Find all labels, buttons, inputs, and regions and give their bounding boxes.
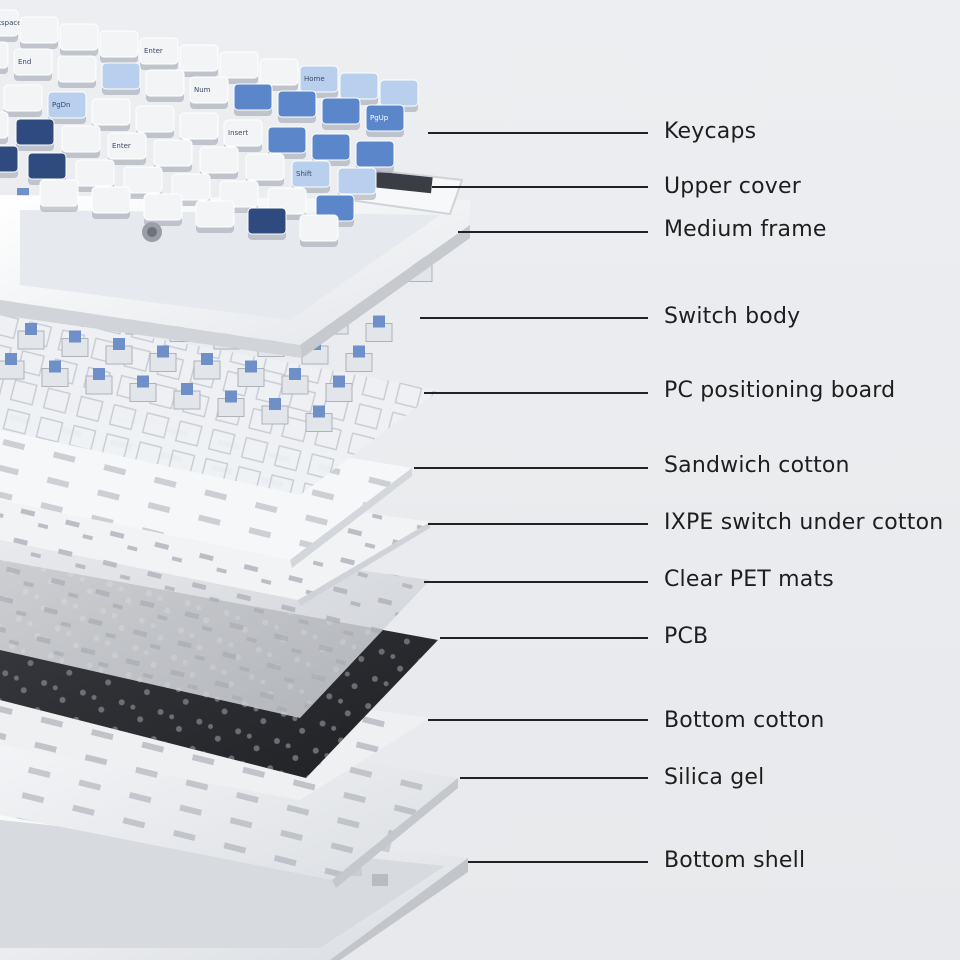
switch (345, 345, 373, 372)
keycap (0, 111, 9, 144)
switch (237, 360, 265, 387)
keycap-legend: PgDn (52, 101, 71, 109)
keycap: PgUp (365, 104, 405, 137)
switch (41, 360, 69, 387)
keycap (0, 145, 19, 178)
keycap (219, 51, 259, 84)
keycap: Num (189, 76, 229, 109)
switch (0, 353, 25, 380)
switch (281, 368, 309, 395)
keycap (57, 55, 97, 88)
keycap (179, 112, 219, 145)
keycap (0, 41, 9, 74)
keycap: Insert (223, 119, 263, 152)
keycap: Enter (139, 37, 179, 70)
keycap (27, 152, 67, 185)
keycap-legend: Num (194, 86, 211, 94)
label-clear-pet-mats: Clear PET mats (664, 567, 834, 592)
keycap-legend: Backspace (0, 19, 22, 27)
switch (173, 383, 201, 410)
keycap (123, 166, 163, 199)
label-bottom-cotton: Bottom cotton (664, 708, 825, 733)
keycap (61, 125, 101, 158)
keycap (15, 118, 55, 151)
switch (105, 338, 133, 365)
switch (61, 330, 89, 357)
switch (261, 398, 289, 425)
keycap (143, 193, 183, 226)
keycap-legend: Enter (112, 142, 131, 150)
keycap (91, 98, 131, 131)
leader-lines (414, 132, 648, 863)
keycap (135, 105, 175, 138)
keycap (59, 23, 99, 56)
keycap (101, 62, 141, 95)
label-medium-frame: Medium frame (664, 217, 827, 242)
label-ixpe-switch-under-cotton: IXPE switch under cotton (664, 510, 944, 535)
keycap: Shift (291, 160, 331, 193)
keycap-legend: Shift (296, 170, 312, 178)
keycap (99, 30, 139, 63)
switch (325, 375, 353, 402)
keycap (179, 44, 219, 77)
label-bottom-shell: Bottom shell (664, 848, 806, 873)
keycap (277, 90, 317, 123)
keycap-legend: Enter (144, 47, 163, 55)
upper-cover-layer (348, 166, 464, 216)
keycap (75, 159, 115, 192)
label-pcb: PCB (664, 624, 709, 649)
keycap (267, 126, 307, 159)
keycap (199, 146, 239, 179)
label-upper-cover: Upper cover (664, 174, 801, 199)
bottom-shell-layer (0, 805, 468, 960)
keycap (247, 207, 287, 240)
keycap (3, 84, 43, 117)
keycap (321, 97, 361, 130)
keycap (259, 58, 299, 91)
keycap (245, 153, 285, 186)
switch (305, 405, 333, 432)
keycap (39, 179, 79, 212)
keycap: Enter (107, 132, 147, 165)
label-sandwich-cotton: Sandwich cotton (664, 453, 850, 478)
label-switch-body: Switch body (664, 304, 801, 329)
switch (217, 390, 245, 417)
switch (365, 315, 393, 342)
keycap-legend: Insert (228, 129, 248, 137)
keycap (337, 167, 377, 200)
switch (149, 345, 177, 372)
label-keycaps: Keycaps (664, 119, 757, 144)
keycap: End (13, 48, 53, 81)
switch (193, 353, 221, 380)
switch (85, 368, 113, 395)
keycap (311, 133, 351, 166)
switch (17, 323, 45, 350)
keycap: Backspace (0, 9, 22, 42)
keycap (355, 140, 395, 173)
keycap-legend: PgUp (370, 114, 389, 122)
label-pc-positioning-board: PC positioning board (664, 378, 896, 403)
keycap (91, 186, 131, 219)
keycap (195, 200, 235, 233)
keycap (19, 16, 59, 49)
switch (129, 375, 157, 402)
keycap (145, 69, 185, 102)
keycap: PgDn (47, 91, 87, 124)
keycaps-layer: BackspaceEnterHomeEndNumPgUpPgDnInsertEn… (0, 9, 419, 247)
keycap (153, 139, 193, 172)
label-silica-gel: Silica gel (664, 765, 765, 790)
keycap-legend: End (18, 58, 31, 66)
keycap-legend: Home (304, 75, 325, 83)
keycap (299, 214, 339, 247)
keycap (233, 83, 273, 116)
